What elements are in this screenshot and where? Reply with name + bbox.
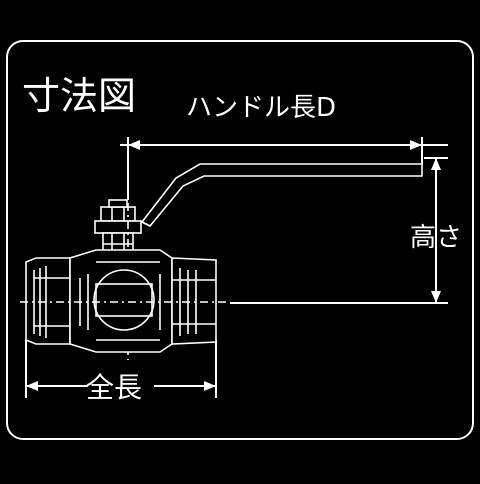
overall-length-label: 全長 (86, 371, 142, 404)
left-end-connection (25, 257, 71, 345)
height-dimension (230, 157, 448, 304)
right-end-connection (171, 257, 217, 345)
stem-nut (100, 199, 136, 222)
ball-valve-drawing (20, 163, 423, 360)
valve-body (69, 249, 173, 353)
handle-length-label: ハンドル長D (186, 93, 336, 123)
diagram-title: 寸法図 (22, 74, 136, 118)
diagram-frame (6, 40, 474, 440)
valve-handle (140, 163, 423, 228)
overall-length-dimension (25, 340, 217, 398)
height-label: 高さ (410, 223, 462, 253)
